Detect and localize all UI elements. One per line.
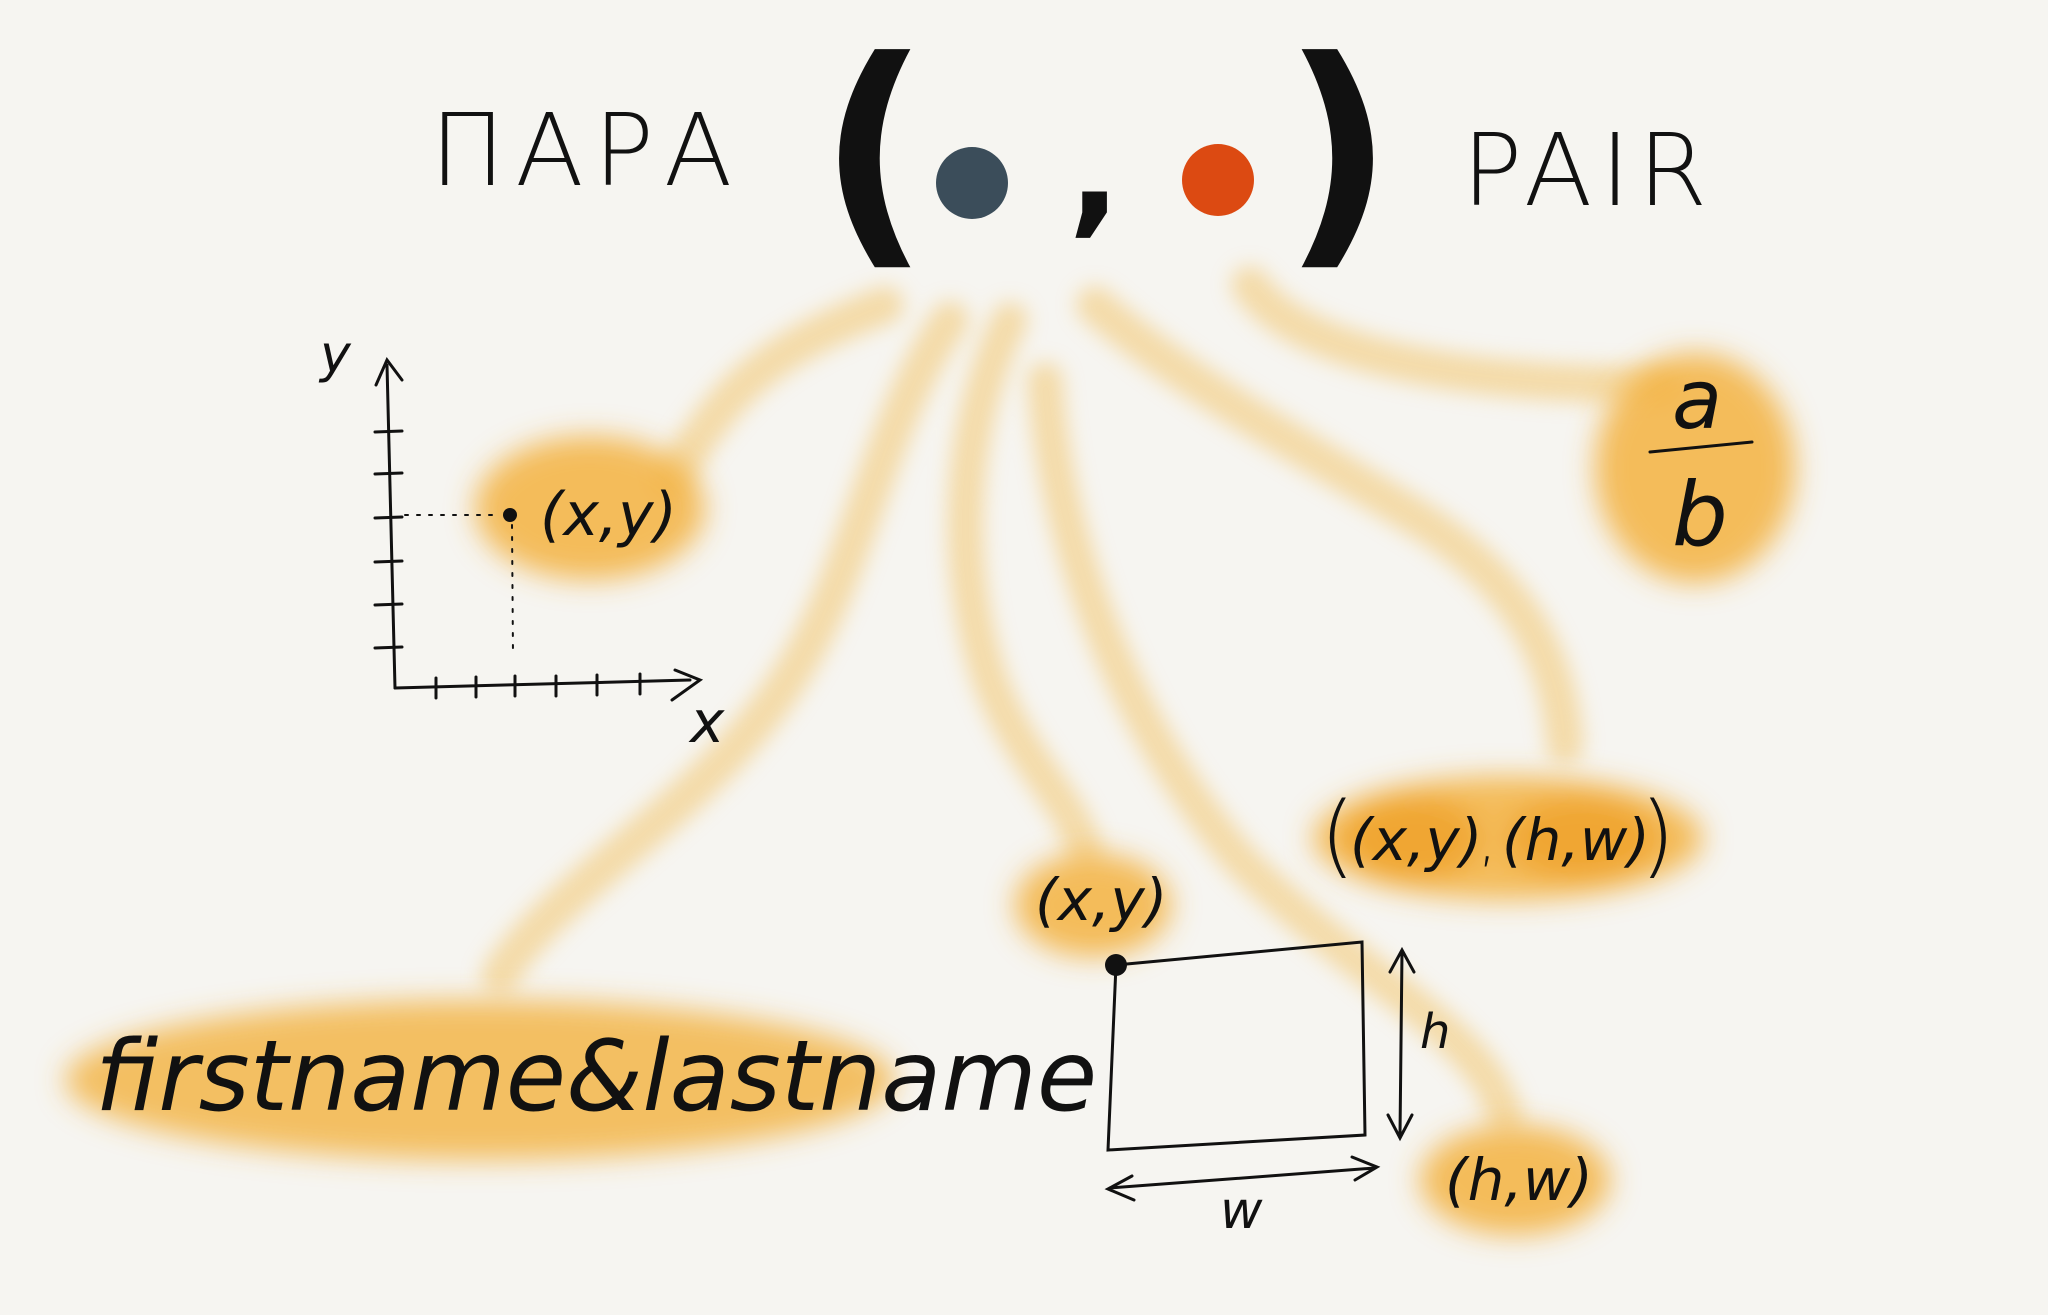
connector-to-name bbox=[481, 301, 969, 994]
width-arrow-left-icon bbox=[1104, 1174, 1136, 1202]
plotted-point-dot bbox=[503, 508, 517, 522]
rect-origin-label: (x,y) bbox=[1035, 866, 1167, 934]
rect-pair-close-paren: ) bbox=[1640, 783, 1675, 888]
y-axis-ticks bbox=[373, 429, 404, 650]
rect-pair-open-paren: ( bbox=[1320, 783, 1355, 888]
blob-point bbox=[475, 436, 705, 580]
fraction-denominator: b bbox=[1672, 463, 1728, 566]
connector-strokes bbox=[481, 266, 1679, 1133]
y-axis-line bbox=[385, 363, 397, 690]
rect-pair-example: ( (x,y) , (h,w) ) bbox=[1320, 783, 1675, 888]
axis-label-y: y bbox=[318, 325, 352, 385]
title-english: PAIR bbox=[1462, 112, 1715, 229]
blob-rect-pair-first bbox=[1344, 796, 1480, 880]
connector-to-point bbox=[651, 286, 904, 499]
axis-label-x: x bbox=[688, 688, 725, 756]
rectangle-example bbox=[1104, 940, 1416, 1202]
pair-comma: , bbox=[1068, 89, 1121, 252]
width-arrow-right-icon bbox=[1350, 1155, 1381, 1182]
rect-pair-second: (h,w) bbox=[1502, 806, 1650, 874]
first-element-dot bbox=[936, 147, 1008, 219]
height-arrow-down-icon bbox=[1386, 1113, 1414, 1142]
rect-pair-first: (x,y) bbox=[1350, 806, 1482, 874]
title-russian: ПАРА bbox=[430, 92, 742, 209]
connector-to-size bbox=[1027, 362, 1523, 1133]
rect-height-label: h bbox=[1420, 1004, 1450, 1060]
connector-to-fraction bbox=[1231, 266, 1679, 404]
second-element-dot bbox=[1182, 144, 1254, 216]
rect-origin-dot bbox=[1105, 954, 1127, 976]
name-pair-label: firstname&lastname bbox=[95, 1020, 1097, 1134]
x-axis-arrow-icon bbox=[670, 668, 704, 702]
point-label: (x,y) bbox=[540, 480, 677, 550]
pair-left-paren: ( bbox=[818, 8, 930, 293]
blob-origin bbox=[1015, 853, 1171, 957]
rect-width-label: w bbox=[1220, 1181, 1263, 1241]
width-arrow-line bbox=[1108, 1166, 1377, 1190]
blob-size bbox=[1420, 1125, 1610, 1235]
fraction-numerator: a bbox=[1672, 353, 1722, 448]
header: ПАРА ( , ) PAIR bbox=[430, 8, 1715, 293]
highlight-blobs bbox=[65, 353, 1795, 1235]
x-axis-ticks bbox=[434, 672, 642, 700]
height-arrow-line bbox=[1398, 950, 1404, 1137]
rect-pair-separator: , bbox=[1478, 806, 1496, 874]
blob-rect-pair-second bbox=[1507, 796, 1657, 880]
height-arrow-up-icon bbox=[1388, 946, 1416, 974]
y-axis-arrow-icon bbox=[374, 357, 404, 387]
connector-to-origin bbox=[947, 302, 1103, 868]
pair-right-paren: ) bbox=[1282, 8, 1394, 293]
connector-to-rect-pair bbox=[1076, 286, 1584, 764]
rectangle-shape bbox=[1106, 940, 1367, 1152]
blob-name bbox=[65, 1000, 895, 1160]
x-axis-line bbox=[393, 678, 692, 690]
point-guide-vertical bbox=[511, 524, 514, 656]
axes-example bbox=[373, 357, 704, 702]
fraction-bar bbox=[1648, 440, 1754, 454]
fraction-example: a b bbox=[1648, 353, 1754, 566]
blob-fraction bbox=[1595, 353, 1795, 583]
rect-size-label: (h,w) bbox=[1445, 1146, 1593, 1214]
